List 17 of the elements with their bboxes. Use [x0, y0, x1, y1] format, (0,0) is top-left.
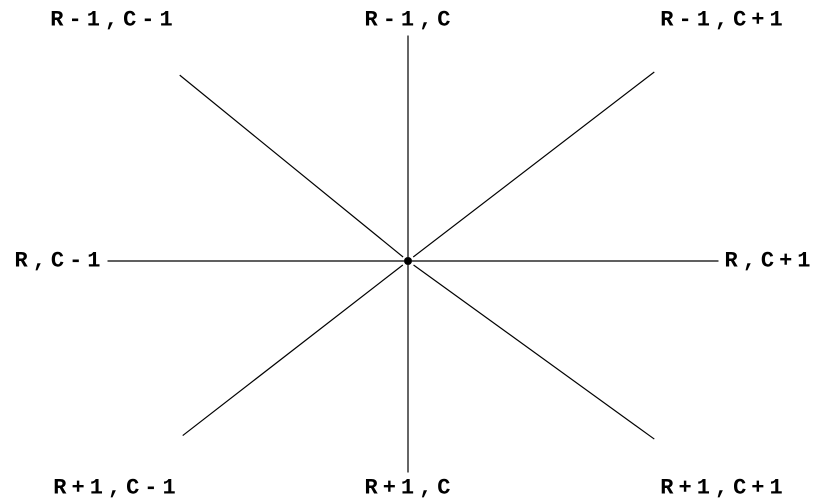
connector-line	[108, 260, 404, 262]
cell-label: R+1,C	[358, 472, 458, 504]
cell-label: R-1,C-1	[44, 4, 180, 36]
cell-label: R-1,C	[358, 4, 458, 36]
connector-line	[182, 264, 404, 436]
cell-label: R,C+1	[718, 246, 818, 276]
cell-label: R+1,C+1	[654, 472, 790, 504]
cell-label: R,C-1	[8, 246, 108, 276]
connector-line	[407, 265, 409, 472]
connector-line	[412, 260, 718, 262]
center-point	[404, 257, 412, 265]
connector-line	[407, 36, 409, 257]
cell-label: R-1,C+1	[654, 4, 790, 36]
connector-line	[179, 74, 404, 258]
connector-line	[412, 72, 655, 258]
connector-line	[413, 264, 655, 440]
cell-label: R+1,C-1	[47, 472, 183, 504]
